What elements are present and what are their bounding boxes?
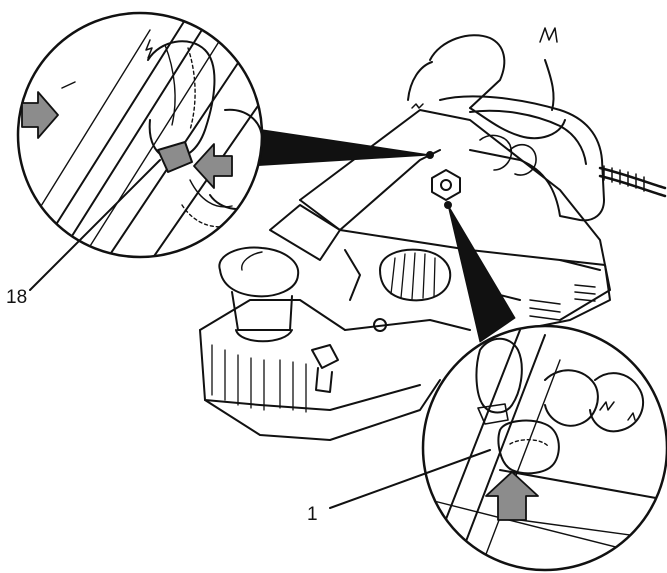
callout-label-release-button: 1 [307, 504, 318, 525]
callout-label-lock-lever: 18 [6, 287, 28, 308]
zoom-detail-release-button [421, 324, 667, 572]
press-arrow-up-icon [485, 471, 539, 521]
callout-beam-upper [249, 127, 431, 167]
leader-line-18 [29, 159, 161, 291]
planer-body [199, 27, 667, 441]
zoom-detail-lock-lever [16, 11, 264, 259]
press-arrow-right-icon [193, 143, 233, 189]
leader-line-1 [329, 449, 491, 509]
callout-beam-lower [447, 204, 516, 343]
press-arrow-left-icon [21, 91, 59, 139]
